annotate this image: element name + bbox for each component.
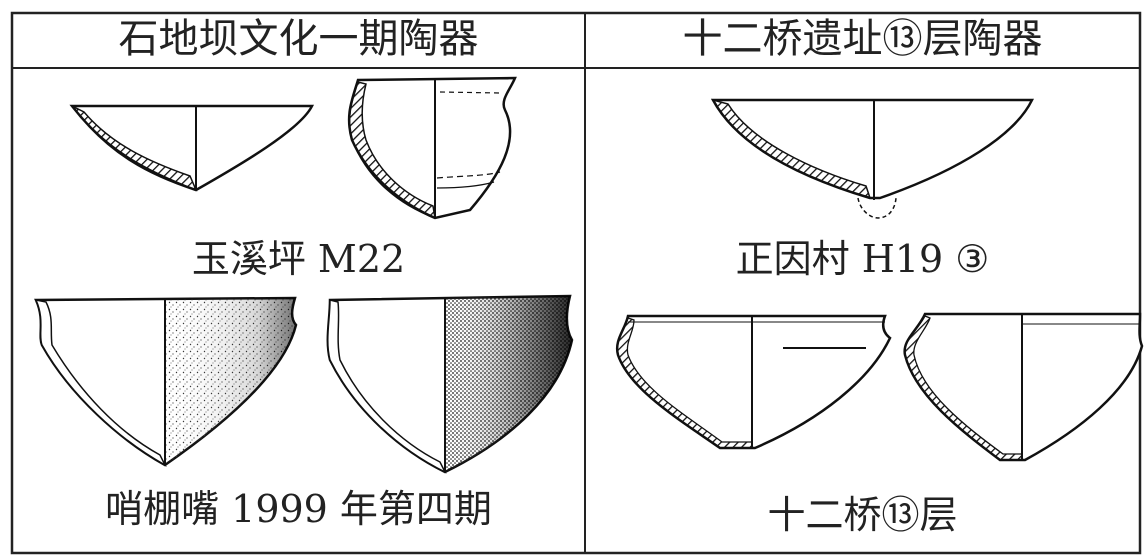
table-frame (10, 11, 1142, 555)
vessel-bowl-right-1 (615, 314, 892, 450)
caption-shierqiao: 十二桥⑬层 (767, 493, 958, 537)
vessel-bowl-stippled-2 (326, 294, 574, 474)
caption-zhengyincun: 正因村 H19 ③ (735, 237, 990, 281)
vessel-jar-left (347, 76, 517, 220)
vessel-shallow-bowl-right (710, 98, 1034, 219)
caption-yuxiping: 玉溪坪 M22 (191, 237, 406, 281)
left-column-header: 石地坝文化一期陶器 (118, 16, 479, 62)
vessel-shallow-bowl-left (69, 104, 315, 192)
right-column-header: 十二桥遗址⑬层陶器 (682, 16, 1043, 62)
vessel-bowl-stippled-1 (34, 296, 298, 467)
caption-shaopengzui: 哨棚嘴 1999 年第四期 (105, 487, 492, 531)
vessel-bowl-right-2 (903, 312, 1144, 462)
